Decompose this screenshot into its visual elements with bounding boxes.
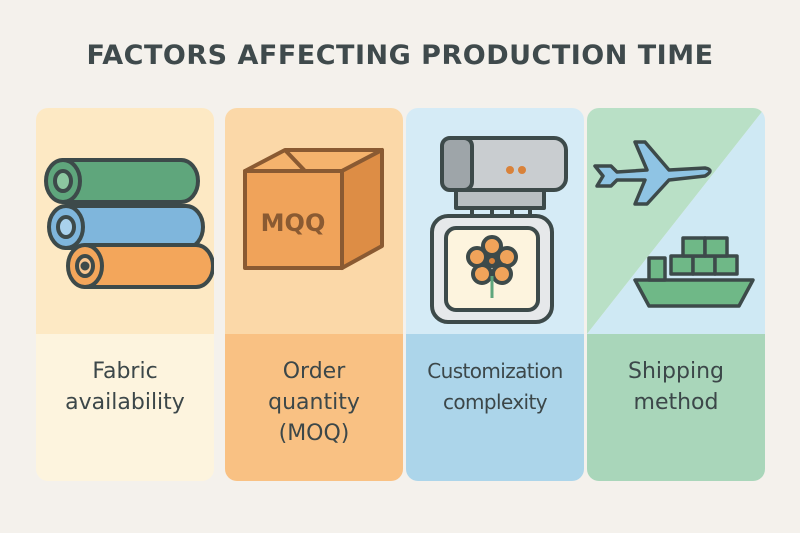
card-label: Shipping method [628,359,724,415]
fabric-rolls-icon [44,158,214,289]
plane-and-ship-icon [587,108,765,334]
box-icon: MQQ [243,148,384,270]
card-bottom-panel [36,334,214,481]
card-bottom-panel [225,334,403,481]
page-title: FACTORS AFFECTING PRODUCTION TIME [86,40,714,71]
card-customization-complexity: Customization complexity [406,108,584,481]
box-text: MQQ [261,209,326,237]
card-label: Order quantity (MOQ) [268,359,360,446]
card-fabric-availability: Fabric availability [36,108,214,481]
card-bottom-panel [587,334,765,481]
card-label: Fabric availability [65,359,185,415]
embroidery-machine-icon [430,136,568,324]
card-label: Customization complexity [427,359,563,414]
card-order-quantity: MQQ Order quantity (MOQ) [225,108,403,481]
card-bottom-panel [406,334,584,481]
card-shipping-method: Shipping method [587,108,765,481]
